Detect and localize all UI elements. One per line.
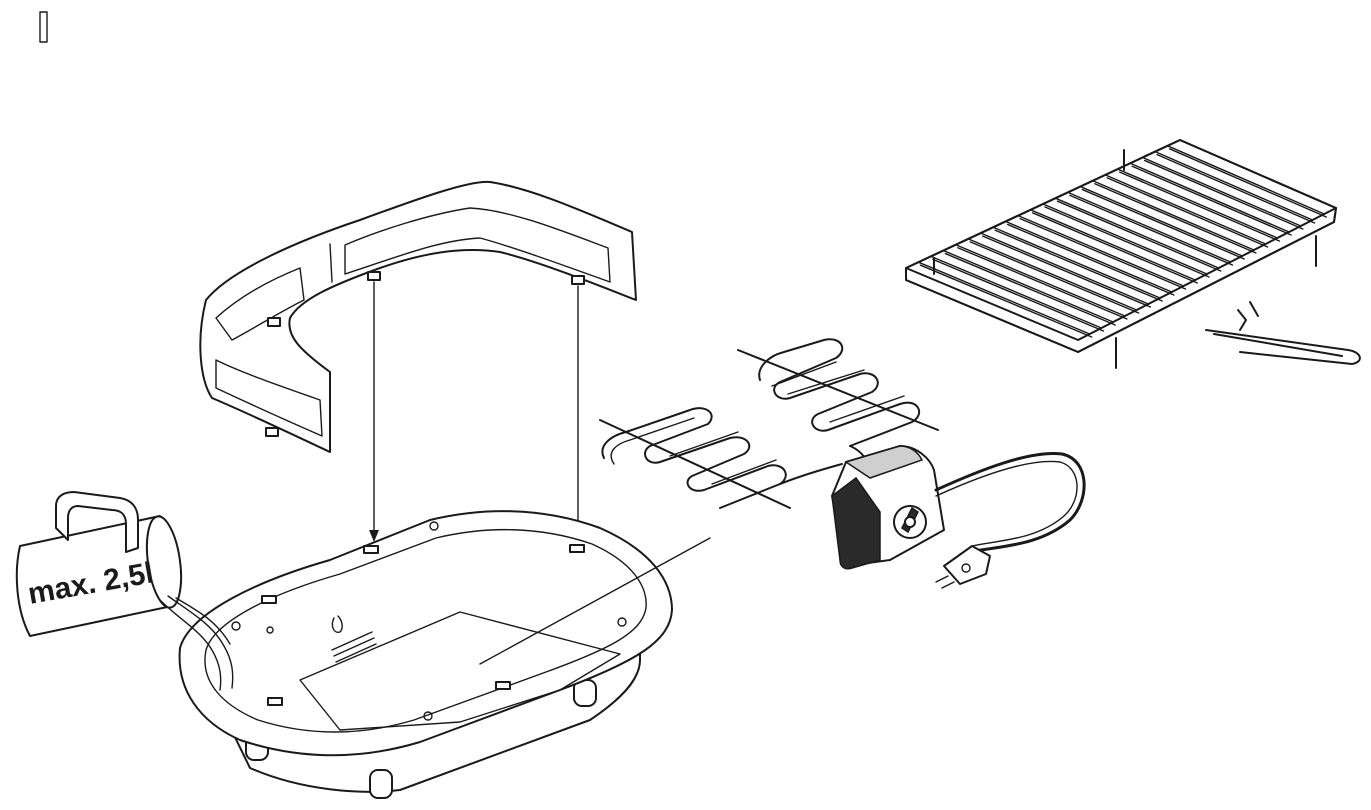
rack-bar-shadow xyxy=(1056,200,1222,272)
measuring-jug-icon: max. 2,5l xyxy=(15,491,234,691)
rack-bar-shadow xyxy=(932,258,1105,332)
rack-bar-shadow xyxy=(994,229,1163,302)
heating-element-icon xyxy=(599,338,939,509)
rack-bar xyxy=(942,249,1114,323)
rack-bar xyxy=(967,238,1138,311)
rack-bar-shadow xyxy=(919,264,1093,338)
rack-bar xyxy=(917,261,1091,335)
rack-bar-shadow xyxy=(1168,148,1327,218)
rack-bar xyxy=(930,255,1103,329)
rack-bar-shadow xyxy=(1019,217,1187,290)
rack-bar xyxy=(1117,168,1279,239)
handle-icon xyxy=(1205,301,1361,365)
figure-marker xyxy=(39,11,48,43)
rack-bar xyxy=(1054,197,1220,269)
rack-bar-shadow xyxy=(1031,212,1198,284)
rack-bar xyxy=(1079,185,1243,257)
rack-bar-shadow xyxy=(957,247,1128,320)
rack-bar-shadow xyxy=(944,252,1116,326)
rack-bar xyxy=(1017,214,1185,287)
rack-bar xyxy=(1129,162,1290,233)
rack-bar xyxy=(1141,156,1302,227)
thermostat-icon xyxy=(831,445,945,570)
water-tray-icon xyxy=(178,510,711,799)
rack-bar-shadow xyxy=(1143,159,1304,230)
rack-bar-shadow xyxy=(1119,171,1281,242)
rack-bar xyxy=(1067,191,1232,263)
rack-bar xyxy=(955,244,1126,317)
rack-bar-shadow xyxy=(1069,194,1234,266)
rack-bar xyxy=(1029,209,1196,281)
plug-icon xyxy=(934,451,1086,589)
rack-bar xyxy=(1166,145,1325,215)
rack-bar-shadow xyxy=(969,241,1140,314)
rack-bar xyxy=(1004,220,1173,293)
rack-bar-shadow xyxy=(1044,206,1210,278)
assembly-arrows xyxy=(369,281,583,542)
rack-bar xyxy=(1104,174,1267,245)
rack-bar xyxy=(1092,180,1255,251)
rack-bar-shadow xyxy=(1094,183,1257,254)
rack-bar-shadow xyxy=(1156,153,1316,224)
wind-guard-icon xyxy=(199,180,637,453)
rack-bar-shadow xyxy=(982,235,1152,308)
rack-bar xyxy=(1042,203,1208,275)
rack-bar-shadow xyxy=(1081,188,1245,260)
rack-bar xyxy=(980,232,1150,305)
rack-bar-shadow xyxy=(1131,165,1292,236)
rack-bar-shadow xyxy=(1006,223,1175,296)
rack-bar xyxy=(1154,150,1314,221)
rack-bar-shadow xyxy=(1106,177,1269,248)
grill-grid-icon xyxy=(905,139,1337,369)
rack-bar xyxy=(992,226,1161,299)
